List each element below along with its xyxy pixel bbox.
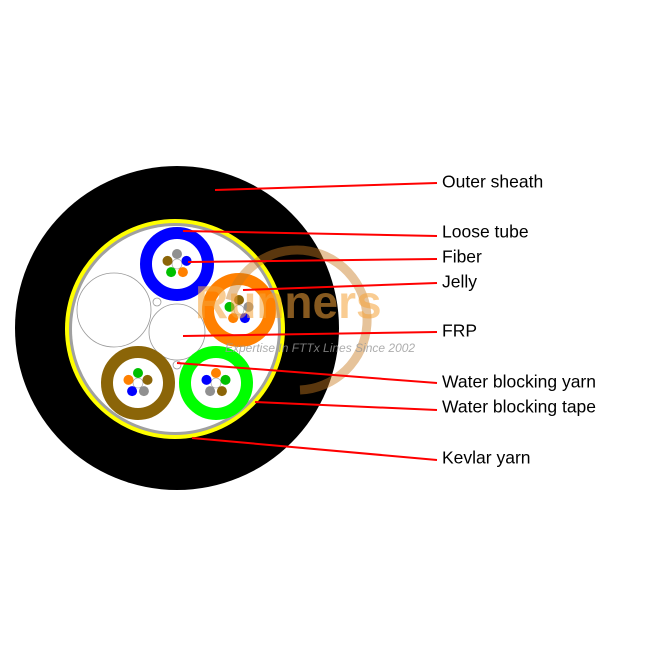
leader-lines	[176, 182, 438, 461]
loose-tube-green	[179, 346, 253, 420]
fiber	[228, 313, 239, 324]
label-outer-sheath: Outer sheath	[442, 172, 543, 192]
leader-line-jelly	[242, 282, 438, 291]
water-blocking-yarn	[172, 360, 182, 370]
filler-rod	[76, 272, 152, 348]
fiber	[172, 249, 182, 259]
label-fiber: Fiber	[442, 247, 482, 267]
fiber	[224, 301, 235, 312]
fiber	[181, 255, 192, 266]
fiber	[123, 374, 134, 385]
fiber	[234, 295, 244, 305]
fiber-center	[171, 258, 183, 270]
leader-line-loose-tube	[182, 230, 438, 237]
fiber	[216, 386, 227, 397]
watermark-logo: Runners Expertise In FTTx Lines Since 20…	[195, 245, 415, 395]
label-water-blocking-tape: Water blocking tape	[442, 397, 596, 417]
fiber	[177, 267, 188, 278]
fiber	[162, 255, 173, 266]
leader-line-water-blocking-tape	[254, 401, 438, 411]
fiber	[205, 386, 216, 397]
frp-strength-member	[148, 303, 206, 361]
watermark-arc	[225, 245, 372, 395]
fiber	[138, 386, 149, 397]
fiber	[201, 374, 212, 385]
loose-tubes	[101, 227, 276, 420]
fiber	[127, 386, 138, 397]
label-frp: FRP	[442, 321, 477, 341]
label-kevlar-yarn: Kevlar yarn	[442, 448, 531, 468]
label-loose-tube: Loose tube	[442, 222, 529, 242]
loose-tube-orange	[202, 273, 276, 347]
water-blocking-yarn	[152, 297, 162, 307]
watermark-tagline: Expertise In FTTx Lines Since 2002	[225, 341, 415, 355]
fiber	[133, 368, 143, 378]
leader-line-frp	[182, 331, 438, 337]
fiber	[211, 368, 221, 378]
leader-line-fiber	[187, 258, 438, 263]
fiber-center	[210, 377, 222, 389]
fiber	[220, 374, 231, 385]
leader-line-kevlar-yarn	[191, 437, 438, 461]
fiber	[142, 374, 153, 385]
loose-tube-brown	[101, 346, 175, 420]
loose-tube-blue	[140, 227, 214, 301]
fiber	[166, 267, 177, 278]
watermark-brand: Runners	[195, 276, 382, 328]
leader-line-outer-sheath	[214, 182, 438, 191]
leader-line-water-blocking-yarn	[176, 362, 438, 384]
fiber	[239, 313, 250, 324]
label-jelly: Jelly	[442, 272, 477, 292]
fiber-center	[132, 377, 144, 389]
label-water-blocking-yarn: Water blocking yarn	[442, 372, 596, 392]
fiber	[243, 301, 254, 312]
